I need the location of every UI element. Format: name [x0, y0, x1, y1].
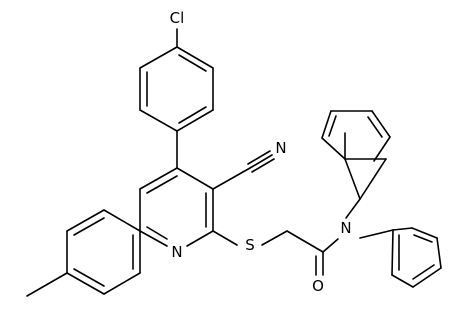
pyridine-nitrogen-label: N — [171, 243, 182, 261]
sulfur-label: S — [245, 236, 255, 254]
bonds — [26, 28, 442, 297]
carbonyl-oxygen-label: O — [312, 277, 324, 295]
nitrile-nitrogen-label: N — [275, 139, 286, 157]
chlorine-label: Cl — [170, 9, 185, 27]
atom-labels: Cl N N S N O — [170, 9, 352, 295]
amide-nitrogen-label: N — [340, 219, 351, 237]
